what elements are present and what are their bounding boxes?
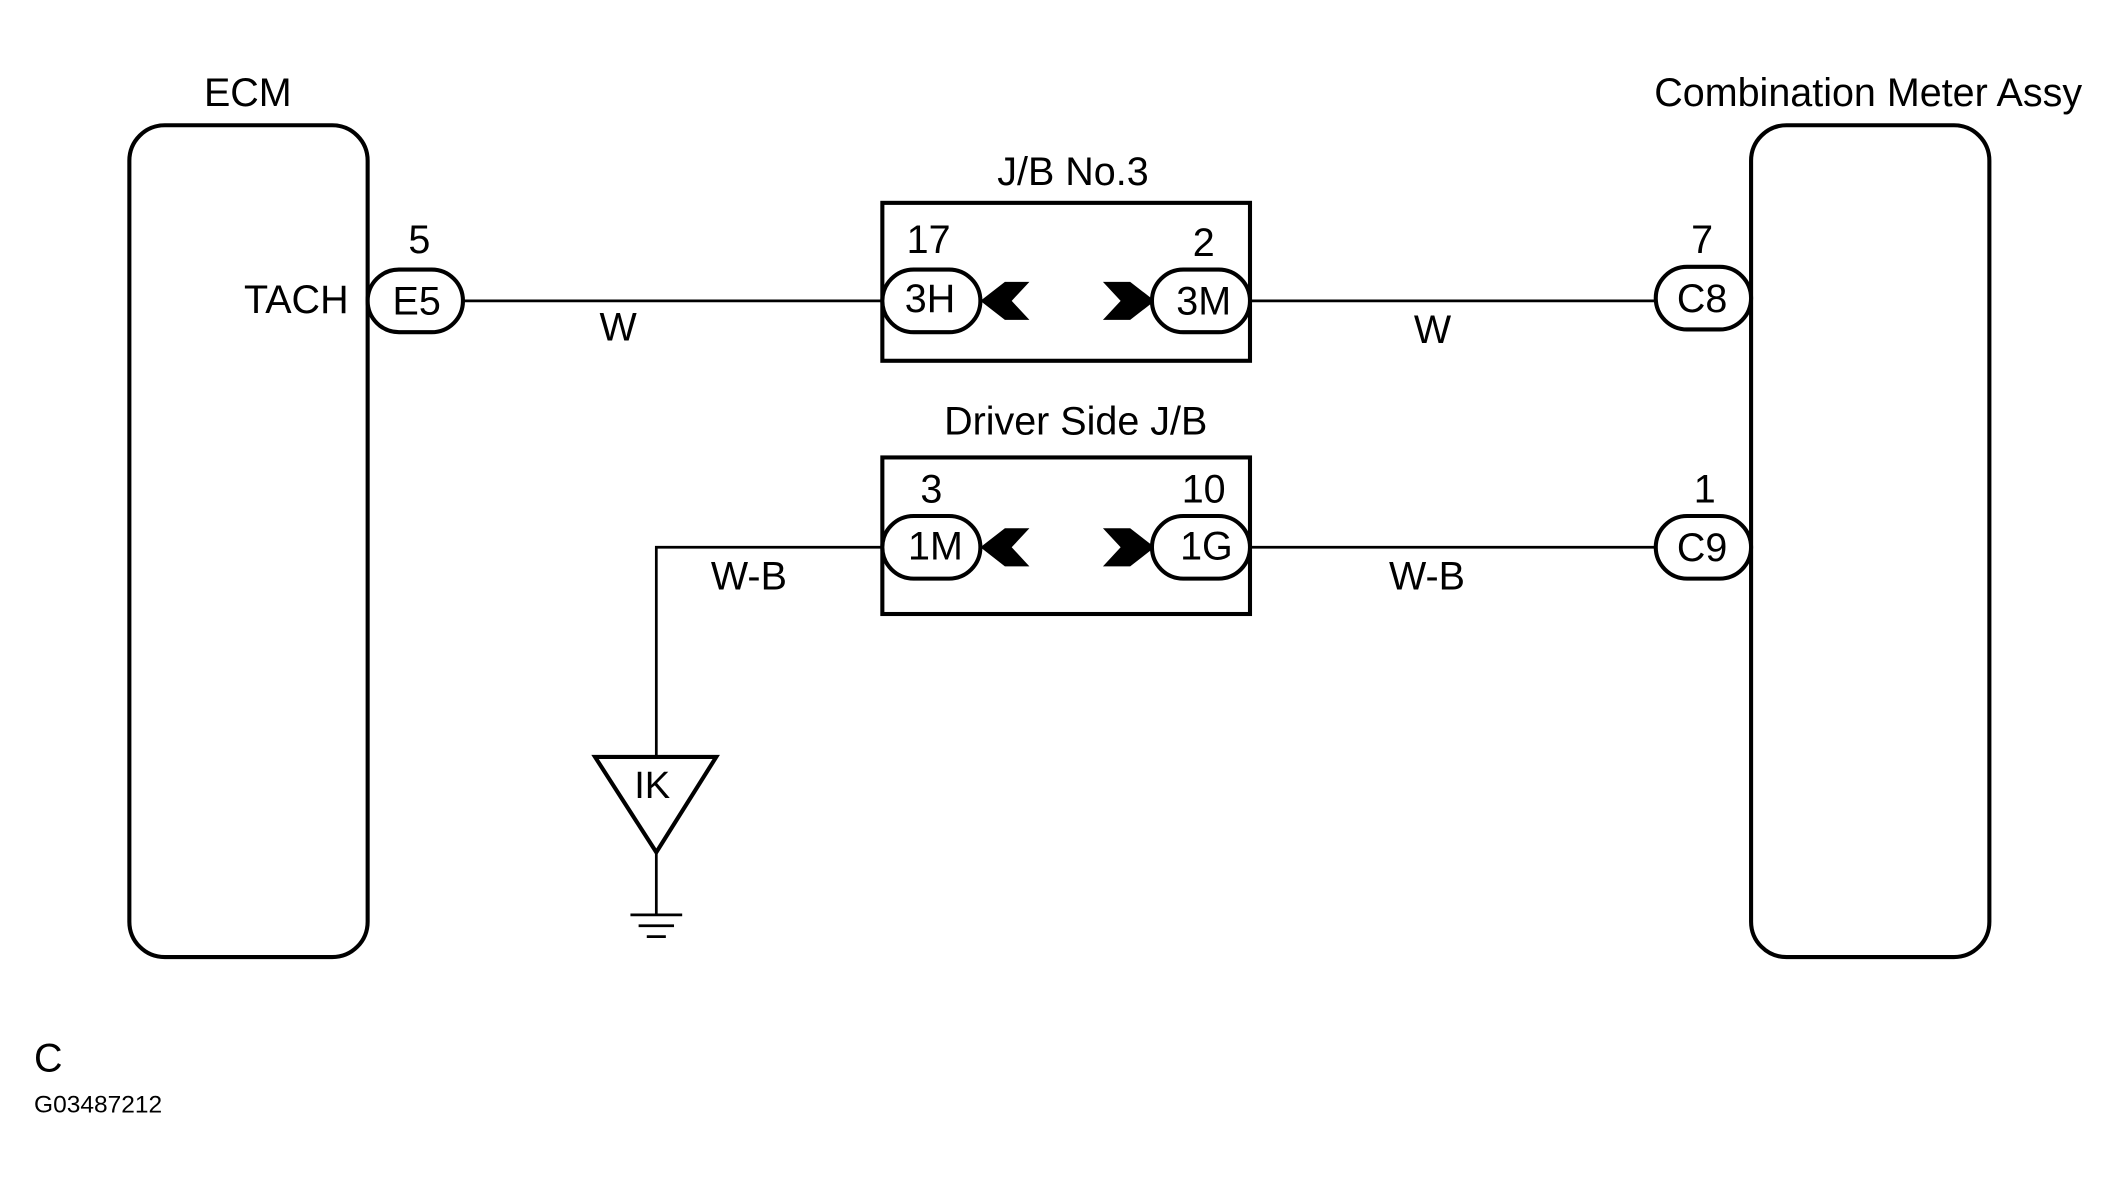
figure-letter: C (34, 1036, 63, 1080)
ground-point-ik: IK (591, 754, 720, 857)
connector-code: C8 (1677, 277, 1727, 321)
wire-color-label: W (1414, 308, 1452, 352)
wire-color-label: W (600, 305, 638, 349)
connector-code: 3H (905, 277, 955, 321)
connector-e5: E5 5 (365, 218, 466, 335)
combination-meter-title: Combination Meter Assy (1654, 71, 2082, 115)
pin-number: 1 (1694, 467, 1716, 511)
pin-number: 3 (920, 467, 942, 511)
wire-ground-jb-to-ik (654, 545, 883, 757)
connector-pill (1653, 264, 1754, 332)
connector-3m: 3M 2 (1149, 221, 1253, 335)
connector-c9: C9 1 (1653, 467, 1754, 581)
connector-arrow-left-icon (980, 528, 1030, 567)
ecm-terminal-tach: TACH (244, 278, 349, 322)
ground-symbol-icon (630, 913, 683, 939)
connector-pill (880, 513, 983, 581)
connector-pill (1149, 513, 1253, 581)
connector-3h: 3H 17 (880, 218, 983, 335)
connector-c8: C8 7 (1653, 218, 1754, 332)
connector-arrow-right-icon (1102, 528, 1155, 567)
pin-number: 10 (1182, 467, 1226, 511)
wire-color-label: W-B (711, 555, 787, 599)
connector-arrow-left-icon (980, 281, 1030, 320)
ground-point-triangle-icon (591, 754, 720, 857)
driver-side-jb-component: Driver Side J/B (880, 399, 1253, 617)
ecm-title: ECM (204, 71, 292, 115)
connector-pill (365, 267, 466, 335)
ground-point-code: IK (634, 764, 670, 807)
combination-meter-component: Combination Meter Assy (1654, 71, 2082, 960)
connector-code: 3M (1176, 279, 1231, 323)
jb-no3-title: J/B No.3 (997, 150, 1148, 194)
connector-code: E5 (393, 279, 441, 323)
connector-code: 1G (1180, 525, 1233, 569)
connector-pill (880, 267, 983, 335)
ecm-body (127, 123, 370, 960)
connector-code: 1M (908, 525, 963, 569)
pin-number: 17 (907, 218, 951, 262)
pin-number: 2 (1193, 221, 1215, 265)
connector-code: C9 (1677, 526, 1727, 570)
connector-1g: 1G 10 (1149, 467, 1253, 581)
wire-color-label: W-B (1389, 555, 1465, 599)
inline-connector-arrows (980, 281, 1155, 567)
figure-id: G03487212 (34, 1091, 162, 1118)
combination-meter-body (1749, 123, 1992, 960)
pin-number: 7 (1691, 218, 1713, 262)
connector-arrow-right-icon (1102, 281, 1155, 320)
pin-number: 5 (408, 218, 430, 262)
connector-pill (1653, 513, 1754, 581)
connector-1m: 1M 3 (880, 467, 983, 581)
ecm-component: ECM TACH (127, 71, 370, 960)
driver-side-jb-title: Driver Side J/B (944, 399, 1207, 443)
connector-pill (1149, 267, 1253, 335)
